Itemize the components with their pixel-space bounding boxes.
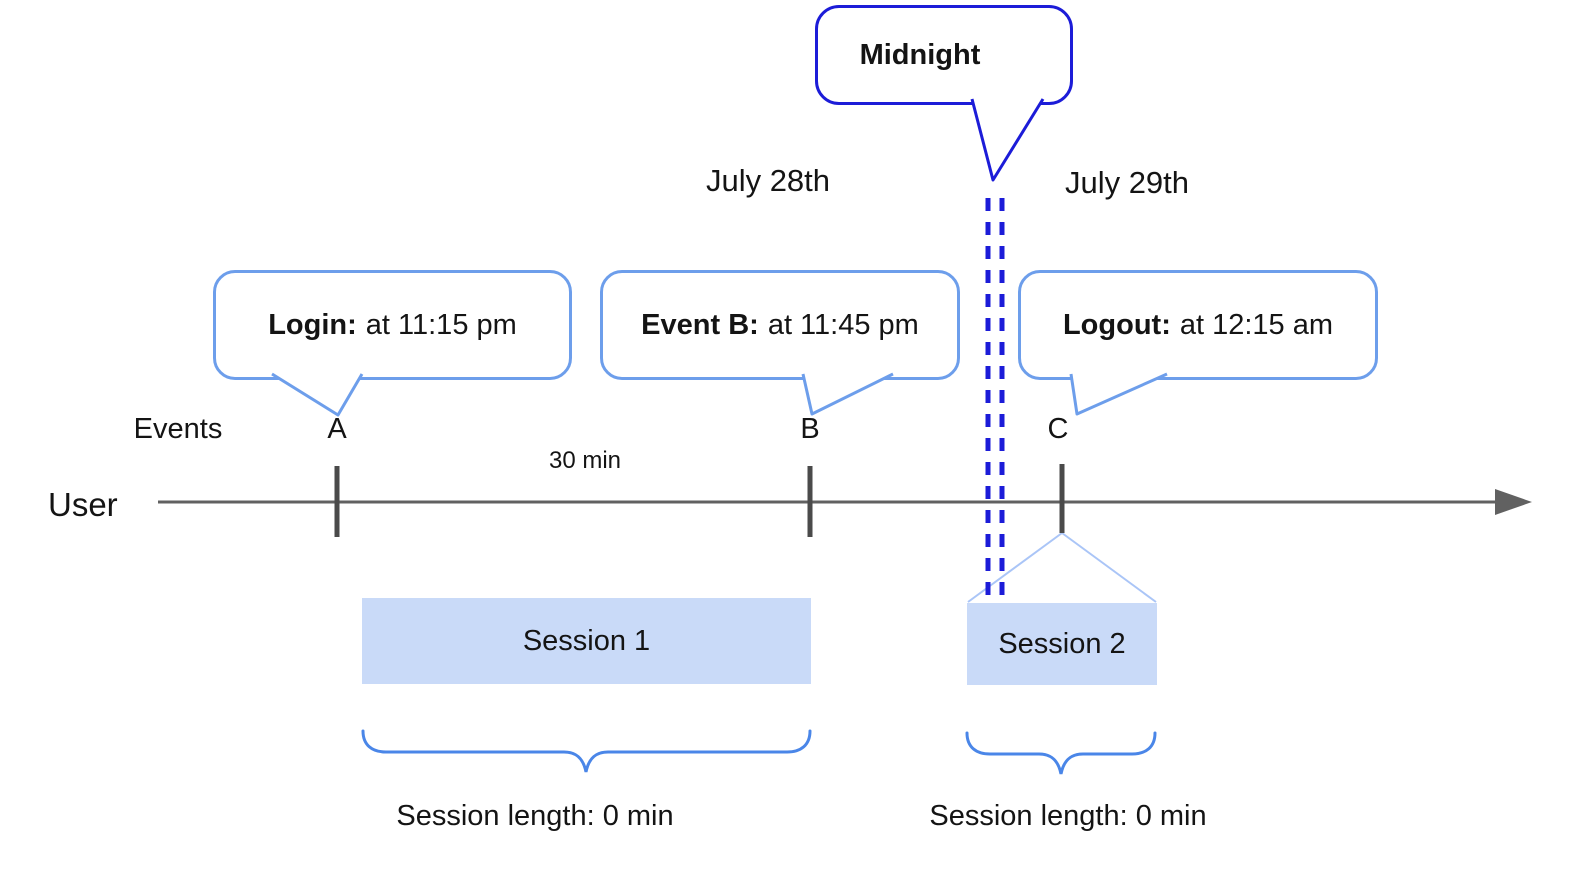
timeline-arrowhead-icon	[1495, 489, 1532, 515]
event-marker-c: C	[1047, 413, 1069, 445]
event-b-callout-time: at 11:45 pm	[767, 308, 919, 341]
midnight-callout: Midnight	[815, 5, 1073, 105]
date-label-july-28: July 28th	[705, 163, 831, 198]
session-2-label: Session 2	[998, 627, 1126, 660]
session-1-box: Session 1	[362, 598, 811, 684]
events-row-label: Events	[133, 413, 223, 445]
login-callout-time: at 11:15 pm	[365, 308, 517, 341]
logout-callout-time: at 12:15 am	[1179, 308, 1334, 341]
session-2-brace	[965, 731, 1157, 775]
interval-label: 30 min	[548, 447, 622, 474]
session-1-label: Session 1	[522, 624, 651, 657]
session-2-length-label: Session length: 0 min	[929, 800, 1207, 832]
event-marker-b: B	[800, 413, 820, 445]
logout-callout: Logout: at 12:15 am	[1018, 270, 1378, 380]
session-2-projection-right-line	[1061, 532, 1157, 603]
event-b-callout: Event B: at 11:45 pm	[600, 270, 960, 380]
logout-callout-label: Logout:	[1062, 308, 1171, 341]
midnight-callout-text: Midnight	[859, 38, 981, 71]
login-callout-label: Login:	[268, 308, 357, 341]
event-marker-a: A	[327, 413, 347, 445]
login-callout-tail	[271, 372, 364, 417]
logout-callout-tail	[1069, 372, 1168, 416]
session-2-projection-left-line	[967, 532, 1063, 603]
session-2-box: Session 2	[967, 603, 1157, 685]
session-1-brace	[361, 729, 812, 773]
event-b-callout-label: Event B:	[641, 308, 759, 341]
event-b-callout-tail	[801, 372, 894, 416]
user-row-label: User	[48, 486, 118, 523]
login-callout: Login: at 11:15 pm	[213, 270, 572, 380]
date-label-july-29: July 29th	[1064, 165, 1190, 200]
midnight-callout-tail	[970, 98, 1045, 182]
session-1-length-label: Session length: 0 min	[396, 800, 674, 832]
